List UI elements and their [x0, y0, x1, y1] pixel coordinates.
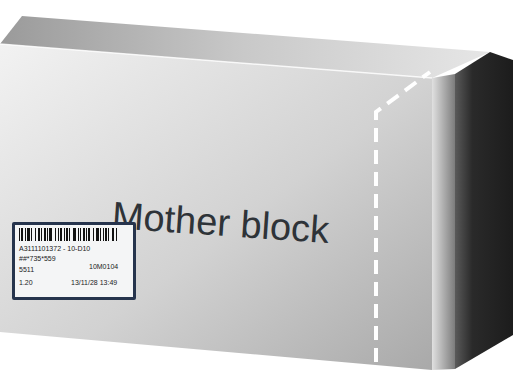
- barcode-bar: [21, 228, 23, 241]
- barcode-bar: [73, 228, 76, 241]
- barcode-bar: [78, 228, 79, 241]
- barcode-bar: [108, 228, 109, 241]
- barcode-bar: [44, 228, 46, 241]
- barcode-bar: [47, 228, 48, 241]
- barcode-bar: [69, 228, 70, 241]
- sticker-code: 10M0104: [89, 263, 118, 271]
- barcode-bar: [49, 228, 52, 241]
- barcode-bar: [25, 228, 26, 241]
- barcode-bar: [60, 228, 62, 241]
- side-face: [455, 52, 513, 369]
- barcode-bar: [55, 228, 56, 241]
- barcode-bar: [86, 228, 87, 241]
- mother-block: Mother blockA3111101372 - 10-D10 ##*735*5…: [0, 44, 432, 370]
- barcode-bar: [38, 228, 40, 241]
- sticker-code: ##*735*559: [19, 255, 56, 263]
- sticker-date: 13/11/28 13:49: [71, 279, 117, 287]
- rounded-edge: [432, 74, 455, 370]
- barcode-bar: [96, 228, 99, 241]
- barcode-bar: [58, 228, 59, 241]
- barcode-bar: [88, 228, 90, 241]
- sticker-code: 5511: [19, 266, 34, 274]
- barcode-bar: [64, 228, 65, 241]
- barcode-bar: [103, 228, 104, 241]
- barcode-sticker: A3111101372 - 10-D10 ##*735*559 10M0104 551…: [12, 222, 136, 300]
- barcode-bar: [41, 228, 42, 241]
- cut-line: [376, 72, 430, 362]
- sticker-code: A3111101372 - 10-D10: [19, 245, 90, 253]
- sticker-code: 1.20: [19, 279, 33, 287]
- barcode-bar: [31, 228, 32, 241]
- top-edge: [0, 44, 432, 78]
- barcode-bar: [83, 228, 85, 241]
- front-face: [0, 44, 432, 370]
- barcode-bar: [93, 228, 94, 241]
- barcode-bar: [80, 228, 81, 241]
- barcode-bar: [35, 228, 36, 241]
- barcode-bar: [27, 228, 30, 241]
- barcode-bar: [19, 228, 20, 241]
- barcode-bar: [116, 228, 117, 241]
- block-label: Mother block: [111, 194, 331, 252]
- barcode-bar: [112, 228, 114, 241]
- barcode-bar: [105, 228, 107, 241]
- barcode: [19, 228, 119, 241]
- barcode-bar: [100, 228, 101, 241]
- barcode-bar: [66, 228, 68, 241]
